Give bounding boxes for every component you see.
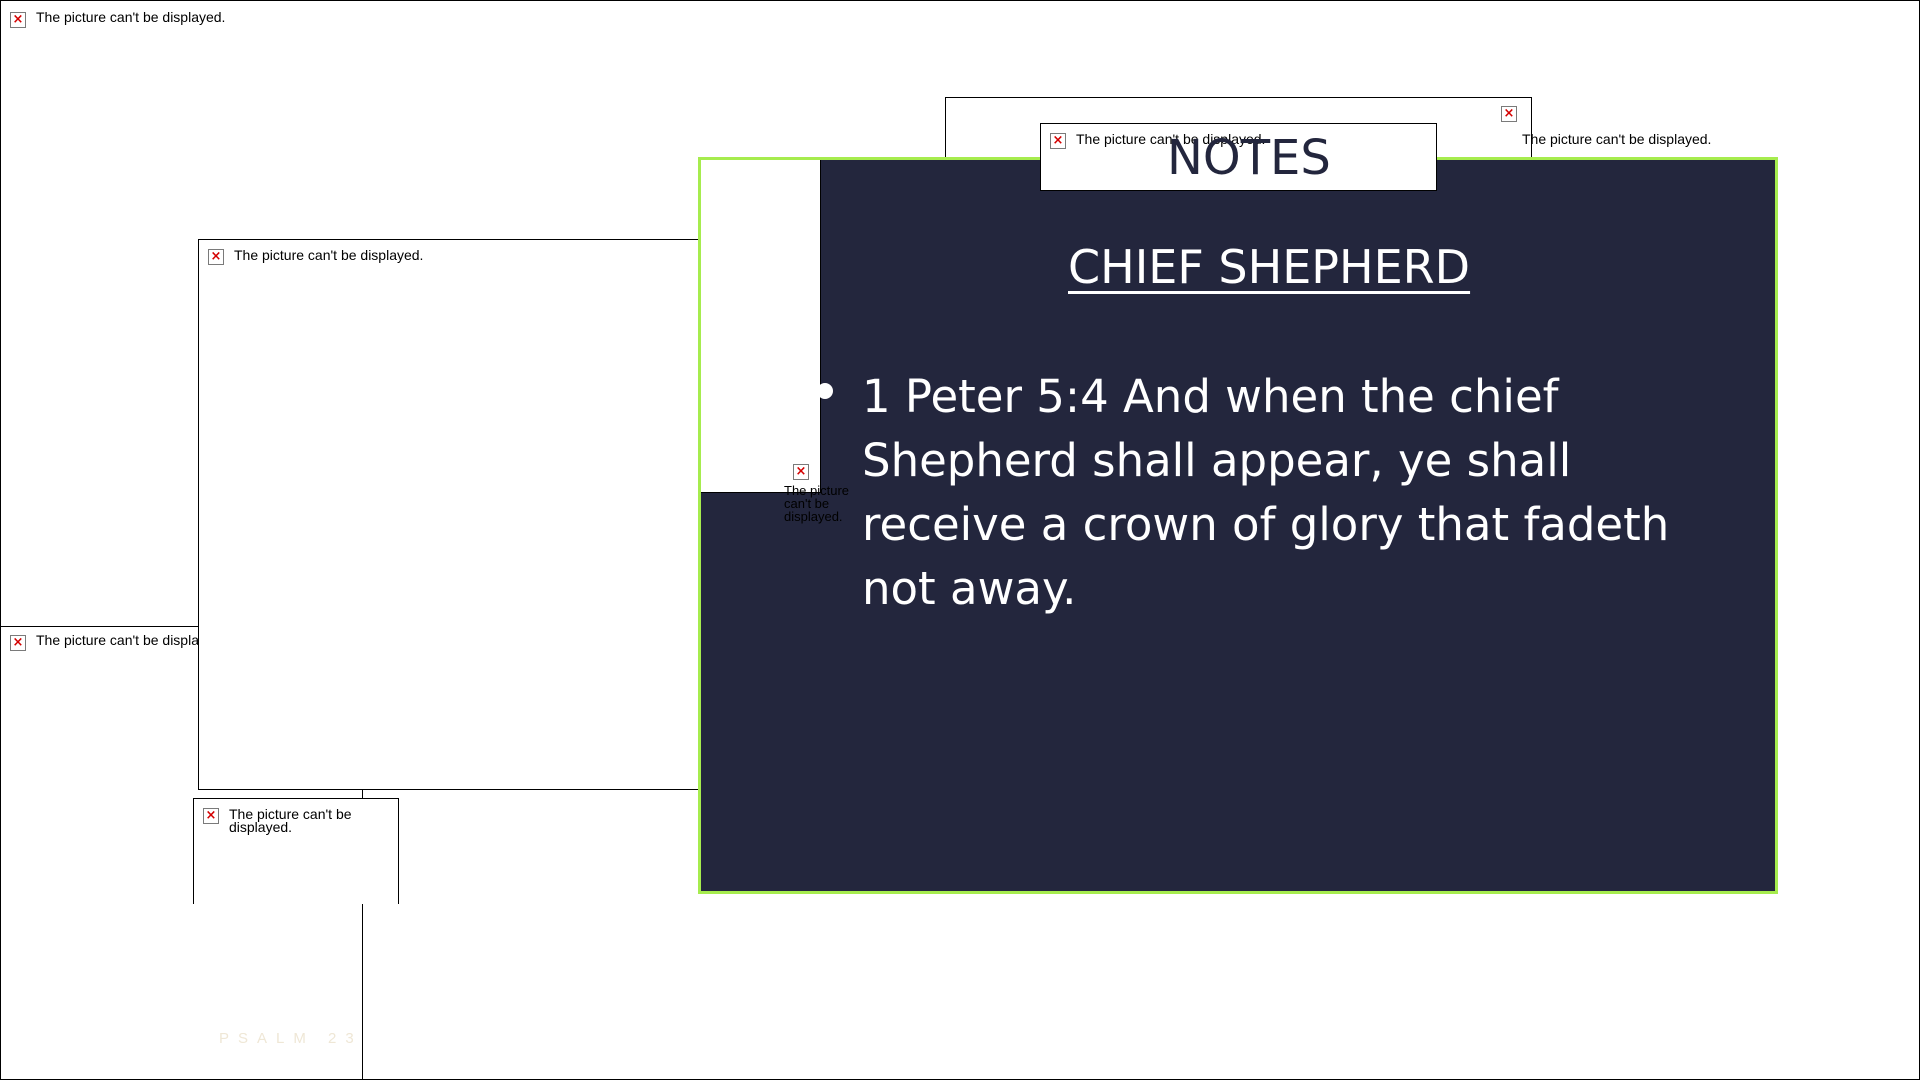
broken-image-message: The picture can't be displa bbox=[36, 633, 198, 648]
broken-image-message: The picture can't be displayed. bbox=[234, 247, 424, 263]
divider-line bbox=[0, 626, 200, 627]
broken-image-icon: × bbox=[1050, 133, 1066, 149]
slide-overlap-region bbox=[701, 160, 821, 493]
notes-header-box: × The picture can't be displayed. bbox=[1040, 123, 1437, 191]
slide-verse: 1 Peter 5:4 And when the chief Shepherd … bbox=[862, 370, 1670, 615]
broken-image-icon: × bbox=[10, 12, 26, 28]
broken-image-top-left: × The picture can't be displayed. bbox=[8, 10, 308, 34]
bullet-dot bbox=[817, 383, 833, 399]
broken-image-message: The picture can't be displayed. bbox=[229, 806, 352, 835]
broken-image-icon: × bbox=[208, 249, 224, 265]
broken-image-icon: × bbox=[1501, 106, 1517, 122]
broken-image-message: The picture can't be displayed. bbox=[36, 10, 226, 25]
broken-image-icon: × bbox=[793, 464, 809, 480]
broken-image-icon: × bbox=[10, 635, 26, 651]
slide-panel bbox=[698, 157, 1778, 894]
broken-image-narrow: × The picture can't be displayed. bbox=[783, 462, 853, 532]
broken-image-icon: × bbox=[203, 808, 219, 824]
broken-image-left-middle: × The picture can't be displa bbox=[8, 633, 198, 657]
broken-image-small: × The picture can't be displayed. bbox=[193, 798, 399, 904]
broken-image-message: The picture can't be displayed. bbox=[1076, 131, 1266, 147]
slide-heading: CHIEF SHEPHERD bbox=[1068, 240, 1471, 294]
notes-title: NOTES bbox=[1167, 130, 1331, 186]
broken-image-message: The picture can't be displayed. bbox=[784, 483, 850, 524]
broken-image-message: The picture can't be displayed. bbox=[1522, 131, 1712, 147]
divider-line bbox=[362, 789, 363, 1080]
broken-image-top-right: × The picture can't be displayed. bbox=[1500, 104, 1750, 148]
footer-psalm: PSALM 23 bbox=[219, 1030, 363, 1047]
broken-image-large: × The picture can't be displayed. bbox=[198, 239, 749, 790]
